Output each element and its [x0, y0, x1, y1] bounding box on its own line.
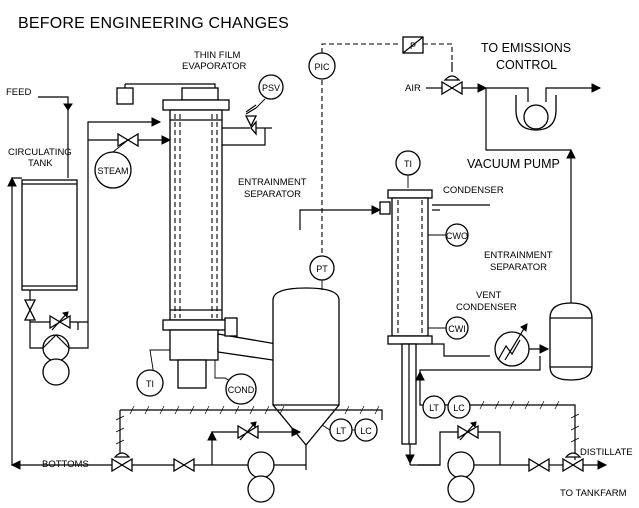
to-emissions-label-1: TO EMISSIONS [481, 41, 571, 55]
thin-film-evaporator [116, 83, 301, 389]
entrainment-sep-1-label-b: SEPARATOR [244, 189, 301, 200]
circulating-pump[interactable] [42, 334, 70, 386]
to-tankfarm-label: TO TANKFARM [560, 488, 627, 499]
lc-instrument-1: LC [354, 418, 378, 442]
psv-valve[interactable] [244, 104, 272, 136]
bottoms-return-line [11, 177, 112, 466]
entrainment-sep-1-label-a: ENTRAINMENT [238, 177, 307, 188]
lt-1-label: LT [336, 426, 346, 436]
entrainment-separator-1 [272, 287, 340, 470]
feed-arrow [63, 103, 73, 111]
distillate-recirc-valve[interactable] [457, 421, 479, 441]
cwo-label: CWO [446, 231, 468, 241]
vent-condenser [494, 323, 530, 367]
diagram-title: BEFORE ENGINEERING CHANGES [18, 15, 289, 32]
lt-instrument-2: LT [422, 395, 446, 419]
psv-instrument: PSV [258, 74, 284, 100]
cwi-instrument: CWI [445, 316, 469, 340]
lc-instrument-2: LC [447, 395, 471, 419]
ti-condenser-instrument: TI [395, 150, 421, 176]
lt-instrument-1: LT [329, 418, 353, 442]
vacuum-pump-label: VACUUM PUMP [467, 157, 560, 171]
distillate-label: DISTILLATE [580, 447, 633, 458]
thin-film-label-1: THIN FILM [194, 50, 241, 61]
vent-condenser-label-2: CONDENSER [456, 302, 517, 313]
ti-evaporator-instrument: TI [136, 369, 164, 397]
condenser-shell [379, 189, 433, 445]
pic-label: PIC [314, 62, 330, 72]
air-control-valve[interactable] [441, 62, 463, 96]
return-arrow-up [7, 176, 17, 187]
lc-1-label: LC [360, 426, 372, 436]
feed-label: FEED [6, 87, 31, 98]
steam-label: STEAM [97, 166, 128, 176]
cond-instrument: COND [225, 373, 257, 405]
cwo-instrument: CWO [445, 223, 469, 247]
feed-to-evaporator-line [69, 121, 160, 349]
tank-outlet-valve[interactable] [23, 299, 37, 321]
cwi-label: CWI [448, 324, 466, 334]
psv-label: PSV [262, 83, 280, 93]
ti-top-label: TI [404, 159, 412, 169]
entrainment-separator-2 [549, 295, 593, 381]
distillate-block-valve[interactable] [528, 457, 550, 473]
vent-condenser-label-1: VENT [476, 290, 502, 301]
bottoms-block-valve[interactable] [173, 457, 195, 473]
circulating-tank-label-1: CIRCULATING [8, 147, 72, 158]
condenser-label: CONDENSER [443, 185, 504, 196]
entrainment-sep-2-label-a: ENTRAINMENT [484, 250, 553, 261]
lc-2-label: LC [453, 403, 465, 413]
bottoms-pump[interactable] [247, 451, 275, 503]
p-transducer: P [402, 36, 424, 54]
pt-label: PT [316, 264, 328, 274]
pic-instrument: PIC [308, 52, 336, 80]
lc2-signal-line [470, 404, 576, 460]
thin-film-label-2: EVAPORATOR [182, 61, 247, 72]
feed-line [38, 96, 69, 178]
bottoms-arrow-left [10, 460, 21, 470]
lt-2-label: LT [429, 403, 439, 413]
recirc-control-valve[interactable] [49, 311, 71, 331]
vacuum-pump [515, 95, 557, 131]
p-label: P [410, 41, 416, 51]
to-emissions-label-2: CONTROL [496, 58, 557, 72]
bottoms-label: BOTTOMS [42, 459, 89, 470]
air-label: AIR [405, 83, 421, 94]
cond-label: COND [228, 385, 255, 395]
steam-instrument: STEAM [94, 151, 132, 189]
entrainment-sep-2-label-b: SEPARATOR [490, 262, 547, 273]
pt-instrument: PT [309, 255, 335, 281]
bottoms-recirc-valve[interactable] [237, 421, 259, 441]
circulating-tank [21, 179, 78, 291]
distillate-pump[interactable] [447, 451, 475, 503]
ti-bottom-label: TI [146, 379, 154, 389]
bottoms-control-valve[interactable] [111, 452, 133, 473]
circulating-tank-label-2: TANK [28, 158, 53, 169]
